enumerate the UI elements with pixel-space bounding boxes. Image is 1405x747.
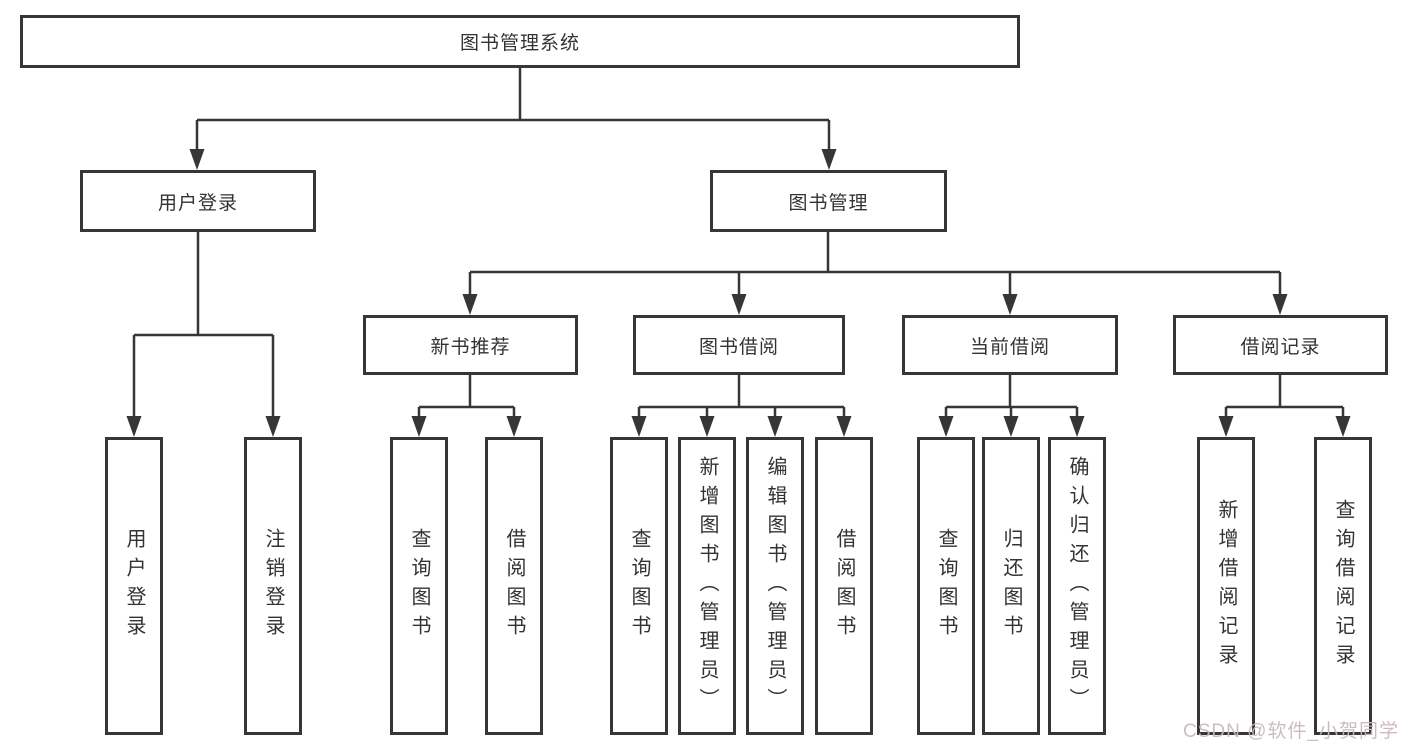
node-label: 图书管理 bbox=[788, 192, 869, 214]
node-label: 借阅记录 bbox=[1240, 336, 1321, 358]
node-label: 归还图书 bbox=[1000, 528, 1022, 644]
leaf-query-books-current: 查询图书 bbox=[917, 437, 975, 735]
node-label: 当前借阅 bbox=[969, 336, 1050, 358]
node-label: 查询图书 bbox=[935, 528, 957, 644]
node-label: 借阅图书 bbox=[833, 528, 855, 644]
node-label: 新增图书（管理员） bbox=[696, 455, 718, 717]
node-label: 用户登录 bbox=[123, 528, 145, 644]
node-label: 查询图书 bbox=[628, 528, 650, 644]
leaf-borrow-books-borrowing: 借阅图书 bbox=[815, 437, 873, 735]
leaf-edit-books-admin: 编辑图书（管理员） bbox=[746, 437, 804, 735]
leaf-logout: 注销登录 bbox=[244, 437, 302, 735]
leaf-return-books: 归还图书 bbox=[982, 437, 1040, 735]
elbow-connector-lines bbox=[132, 68, 1345, 419]
arrowhead-icons bbox=[126, 149, 1351, 437]
node-label: 借阅图书 bbox=[503, 528, 525, 644]
leaf-query-borrow-record: 查询借阅记录 bbox=[1314, 437, 1372, 735]
node-label: 新增借阅记录 bbox=[1215, 499, 1237, 673]
node-new-book-recommendation: 新书推荐 bbox=[363, 315, 578, 375]
node-label: 新书推荐 bbox=[430, 336, 511, 358]
node-borrowing-records: 借阅记录 bbox=[1173, 315, 1388, 375]
leaf-query-books-newbook: 查询图书 bbox=[390, 437, 448, 735]
node-label: 图书管理系统 bbox=[459, 33, 580, 54]
node-label: 图书借阅 bbox=[698, 336, 779, 358]
node-book-borrowing: 图书借阅 bbox=[633, 315, 845, 375]
leaf-query-books-borrowing: 查询图书 bbox=[610, 437, 668, 735]
leaf-add-books-admin: 新增图书（管理员） bbox=[678, 437, 736, 735]
csdn-watermark: CSDN @软件_小贺同学 bbox=[1183, 721, 1399, 742]
node-library-management-system: 图书管理系统 bbox=[20, 15, 1020, 68]
node-label: 查询借阅记录 bbox=[1332, 499, 1354, 673]
node-label: 编辑图书（管理员） bbox=[764, 455, 786, 717]
node-label: 注销登录 bbox=[262, 528, 284, 644]
node-label: 查询图书 bbox=[408, 528, 430, 644]
node-label: 用户登录 bbox=[157, 192, 238, 214]
node-label: 确认归还（管理员） bbox=[1066, 455, 1088, 717]
node-user-login: 用户登录 bbox=[80, 170, 316, 232]
leaf-confirm-return-admin: 确认归还（管理员） bbox=[1048, 437, 1106, 735]
leaf-add-borrow-record: 新增借阅记录 bbox=[1197, 437, 1255, 735]
node-current-borrowing: 当前借阅 bbox=[902, 315, 1118, 375]
node-book-management: 图书管理 bbox=[710, 170, 947, 232]
leaf-borrow-books-newbook: 借阅图书 bbox=[485, 437, 543, 735]
leaf-user-login: 用户登录 bbox=[105, 437, 163, 735]
